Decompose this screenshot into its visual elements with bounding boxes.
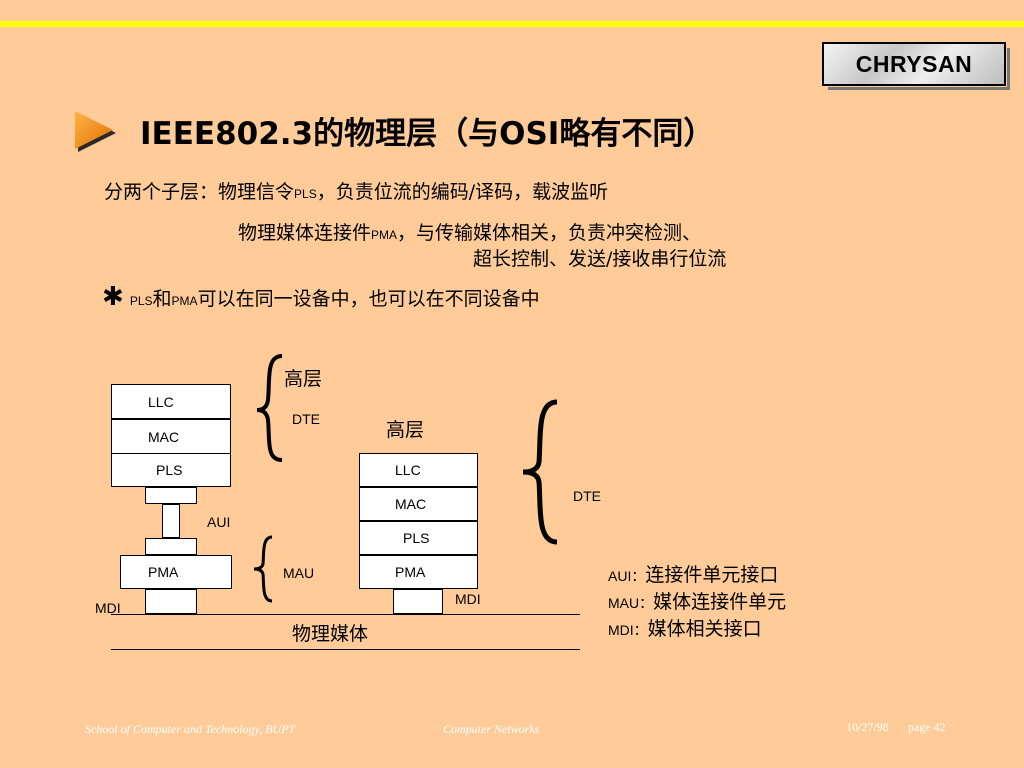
legend-item: MAU：媒体连接件单元 (608, 587, 786, 614)
left-pma-layer: PMA (120, 555, 232, 589)
abbreviation-legend: AUI：连接件单元接口 MAU：媒体连接件单元 MDI：媒体相关接口 (608, 560, 786, 641)
play-arrow-icon (75, 111, 116, 152)
mau-brace-icon (253, 535, 273, 603)
right-pls-layer: PLS (359, 521, 478, 555)
sublayer-intro-text: 分两个子层：物理信令 (104, 181, 295, 203)
sublayer-line-3: 超长控制、发送/接收串行位流 (473, 248, 727, 270)
footer-school: School of Computer and Technology, BUPT (85, 722, 296, 736)
pma-description: ，与传输媒体相关，负责冲突检测、 (397, 222, 702, 244)
note-text: 可以在同一设备中，也可以在不同设备中 (197, 288, 540, 310)
footer-course: Computer Networks (443, 722, 540, 736)
left-mdi-connector (145, 589, 197, 614)
aui-cable (162, 504, 180, 538)
legend-sep: ： (631, 569, 646, 585)
legend-desc: 连接件单元接口 (645, 564, 779, 586)
right-pma-layer: PMA (359, 555, 478, 589)
aui-label: AUI (207, 514, 231, 530)
left-upper-layer-label: 高层 (284, 368, 323, 390)
footer-page-number: page 42 (908, 720, 946, 734)
right-mac-layer: MAC (359, 487, 478, 521)
legend-sep: ： (639, 596, 654, 612)
note-and-text: 和 (152, 288, 172, 310)
footer-date: 10/27/98 (846, 720, 889, 734)
left-mac-layer: MAC (111, 419, 231, 454)
right-dte-label: DTE (573, 488, 601, 504)
right-dte-brace-icon (522, 399, 558, 545)
note-pls-abbr: PLS (129, 294, 153, 308)
left-dte-brace-icon (256, 354, 283, 462)
right-mdi-connector (393, 589, 443, 614)
note-line: ✱ PLS和PMA可以在同一设备中，也可以在不同设备中 (102, 284, 540, 311)
right-llc-layer: LLC (359, 453, 478, 487)
sublayer-line-1: 分两个子层：物理信令PLS，负责位流的编码/译码，载波监听 (104, 177, 608, 204)
right-upper-layer-label: 高层 (386, 419, 425, 441)
legend-item: MDI：媒体相关接口 (608, 614, 786, 641)
slide-title: IEEE802.3的物理层（与OSI略有不同） (140, 116, 715, 152)
pls-abbr: PLS (294, 187, 317, 201)
legend-abbr: MAU (608, 595, 640, 611)
physical-medium-label: 物理媒体 (292, 623, 369, 645)
star-bullet-icon: ✱ (102, 282, 124, 312)
pma-abbr: PMA (371, 228, 398, 242)
medium-bottom-line (111, 649, 580, 650)
chrysan-logo: CHRYSAN (822, 42, 1010, 90)
legend-desc: 媒体连接件单元 (653, 591, 787, 613)
left-pls-layer: PLS (111, 453, 231, 487)
note-pma-abbr: PMA (171, 294, 198, 308)
legend-desc: 媒体相关接口 (647, 618, 762, 640)
medium-top-line (111, 614, 580, 615)
right-mdi-label: MDI (455, 591, 481, 607)
left-aui-bottom-connector (145, 538, 197, 555)
left-mdi-label: MDI (95, 600, 121, 616)
pls-description: ，负责位流的编码/译码，载波监听 (316, 181, 609, 203)
legend-sep: ： (633, 623, 648, 639)
top-accent-bar (0, 21, 1024, 27)
mau-label: MAU (283, 565, 315, 581)
left-aui-top-connector (145, 487, 197, 504)
sublayer-line-2: 物理媒体连接件PMA，与传输媒体相关，负责冲突检测、 (238, 218, 701, 245)
legend-item: AUI：连接件单元接口 (608, 560, 786, 587)
pma-name-text: 物理媒体连接件 (238, 222, 372, 244)
left-dte-label: DTE (292, 411, 320, 427)
legend-abbr: MDI (608, 622, 634, 638)
left-llc-layer: LLC (111, 384, 231, 419)
legend-abbr: AUI (608, 568, 632, 584)
